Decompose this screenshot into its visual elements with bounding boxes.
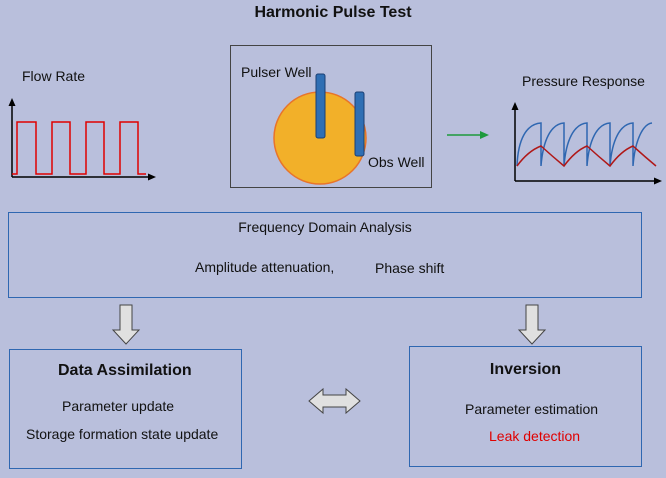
parameter-update-text: Parameter update xyxy=(62,398,175,414)
pressure-response-label: Pressure Response xyxy=(522,73,645,89)
observation-well xyxy=(354,91,365,157)
inversion-box xyxy=(409,346,642,467)
phase-shift-text: Phase shift xyxy=(375,260,445,276)
pressure-axes xyxy=(511,102,662,185)
frequency-domain-box xyxy=(8,212,642,298)
pulser-well-label: Pulser Well xyxy=(241,64,312,80)
data-assimilation-box xyxy=(9,349,242,469)
pulser-well xyxy=(315,73,326,139)
data-assimilation-title: Data Assimilation xyxy=(58,362,192,379)
pressure-blue-curve xyxy=(516,122,653,167)
obs-well-label: Obs Well xyxy=(368,154,425,170)
frequency-box-title: Frequency Domain Analysis xyxy=(238,219,412,235)
flow-rate-pulse-signal xyxy=(12,121,146,175)
leak-detection-text: Leak detection xyxy=(489,428,581,444)
storage-state-update-text: Storage formation state update xyxy=(26,426,219,442)
diagram-title: Harmonic Pulse Test xyxy=(254,4,412,21)
parameter-estimation-text: Parameter estimation xyxy=(465,401,599,417)
flow-rate-axes xyxy=(8,98,156,181)
pressure-red-curve xyxy=(516,145,657,168)
well-panel xyxy=(230,45,432,188)
amplitude-attenuation-text: Amplitude attenuation, xyxy=(195,259,335,275)
inversion-title: Inversion xyxy=(489,361,562,378)
flow-rate-label: Flow Rate xyxy=(22,68,86,84)
